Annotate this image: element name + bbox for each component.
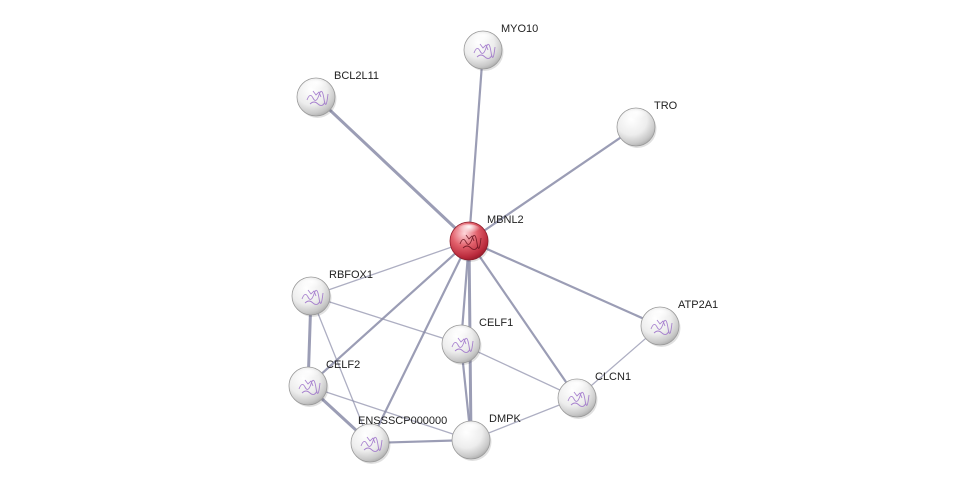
node-enssscp[interactable]: ENSSSCP000000 bbox=[350, 415, 447, 464]
node-celf2[interactable]: CELF2 bbox=[288, 359, 360, 407]
edge-mbnl2-myo10[interactable] bbox=[467, 48, 485, 243]
edge-mbnl2-atp2a1[interactable] bbox=[467, 239, 662, 328]
node-label-clcn1: CLCN1 bbox=[595, 371, 631, 383]
node-highlight bbox=[304, 80, 328, 93]
node-label-mbnl2: MBNL2 bbox=[487, 214, 524, 226]
protein-structure-icon bbox=[459, 234, 482, 251]
node-label-celf2: CELF2 bbox=[326, 359, 360, 371]
protein-structure-icon bbox=[306, 90, 329, 107]
edge-rbfox1-celf1[interactable] bbox=[310, 295, 462, 345]
node-highlight bbox=[296, 369, 320, 382]
node-highlight bbox=[299, 279, 323, 292]
node-clcn1[interactable]: CLCN1 bbox=[557, 371, 631, 419]
node-label-myo10: MYO10 bbox=[501, 23, 538, 35]
node-highlight bbox=[648, 309, 672, 322]
node-label-atp2a1: ATP2A1 bbox=[678, 299, 718, 311]
node-label-bcl2l11: BCL2L11 bbox=[334, 70, 379, 82]
protein-structure-icon bbox=[473, 43, 496, 60]
node-rbfox1[interactable]: RBFOX1 bbox=[291, 269, 373, 317]
edge-mbnl2-clcn1[interactable] bbox=[467, 239, 579, 400]
node-myo10[interactable]: MYO10 bbox=[463, 23, 538, 71]
node-highlight bbox=[471, 33, 495, 46]
node-celf1[interactable]: CELF1 bbox=[441, 317, 513, 365]
node-label-celf1: CELF1 bbox=[479, 317, 513, 329]
node-label-rbfox1: RBFOX1 bbox=[329, 269, 373, 281]
node-highlight bbox=[358, 426, 382, 439]
node-highlight bbox=[459, 423, 483, 436]
node-highlight bbox=[624, 110, 648, 123]
node-bcl2l11[interactable]: BCL2L11 bbox=[296, 70, 379, 118]
node-highlight bbox=[457, 224, 481, 237]
edge-mbnl2-rbfox1[interactable] bbox=[310, 240, 470, 297]
edge-mbnl2-bcl2l11[interactable] bbox=[314, 95, 471, 243]
node-tro[interactable]: TRO bbox=[616, 100, 678, 148]
edge-mbnl2-celf2[interactable] bbox=[306, 239, 471, 388]
protein-structure-icon bbox=[360, 436, 383, 453]
node-highlight bbox=[449, 327, 473, 340]
protein-structure-icon bbox=[451, 337, 474, 354]
edge-celf1-clcn1[interactable] bbox=[460, 343, 578, 399]
protein-structure-icon bbox=[301, 289, 324, 306]
protein-structure-icon bbox=[650, 319, 673, 336]
node-label-dmpk: DMPK bbox=[489, 413, 521, 425]
edge-rbfox1-enssscp[interactable] bbox=[310, 295, 371, 444]
edge-mbnl2-tro[interactable] bbox=[467, 125, 638, 243]
edge-mbnl2-enssscp[interactable] bbox=[368, 239, 471, 445]
protein-structure-icon bbox=[567, 391, 590, 408]
edge-celf2-dmpk[interactable] bbox=[307, 385, 472, 441]
node-highlight bbox=[565, 381, 589, 394]
node-atp2a1[interactable]: ATP2A1 bbox=[640, 299, 718, 347]
node-label-enssscp: ENSSSCP000000 bbox=[358, 415, 447, 427]
node-dmpk[interactable]: DMPK bbox=[451, 413, 521, 461]
node-mbnl2[interactable]: MBNL2 bbox=[449, 214, 524, 262]
node-label-tro: TRO bbox=[654, 100, 678, 112]
protein-structure-icon bbox=[298, 379, 321, 396]
